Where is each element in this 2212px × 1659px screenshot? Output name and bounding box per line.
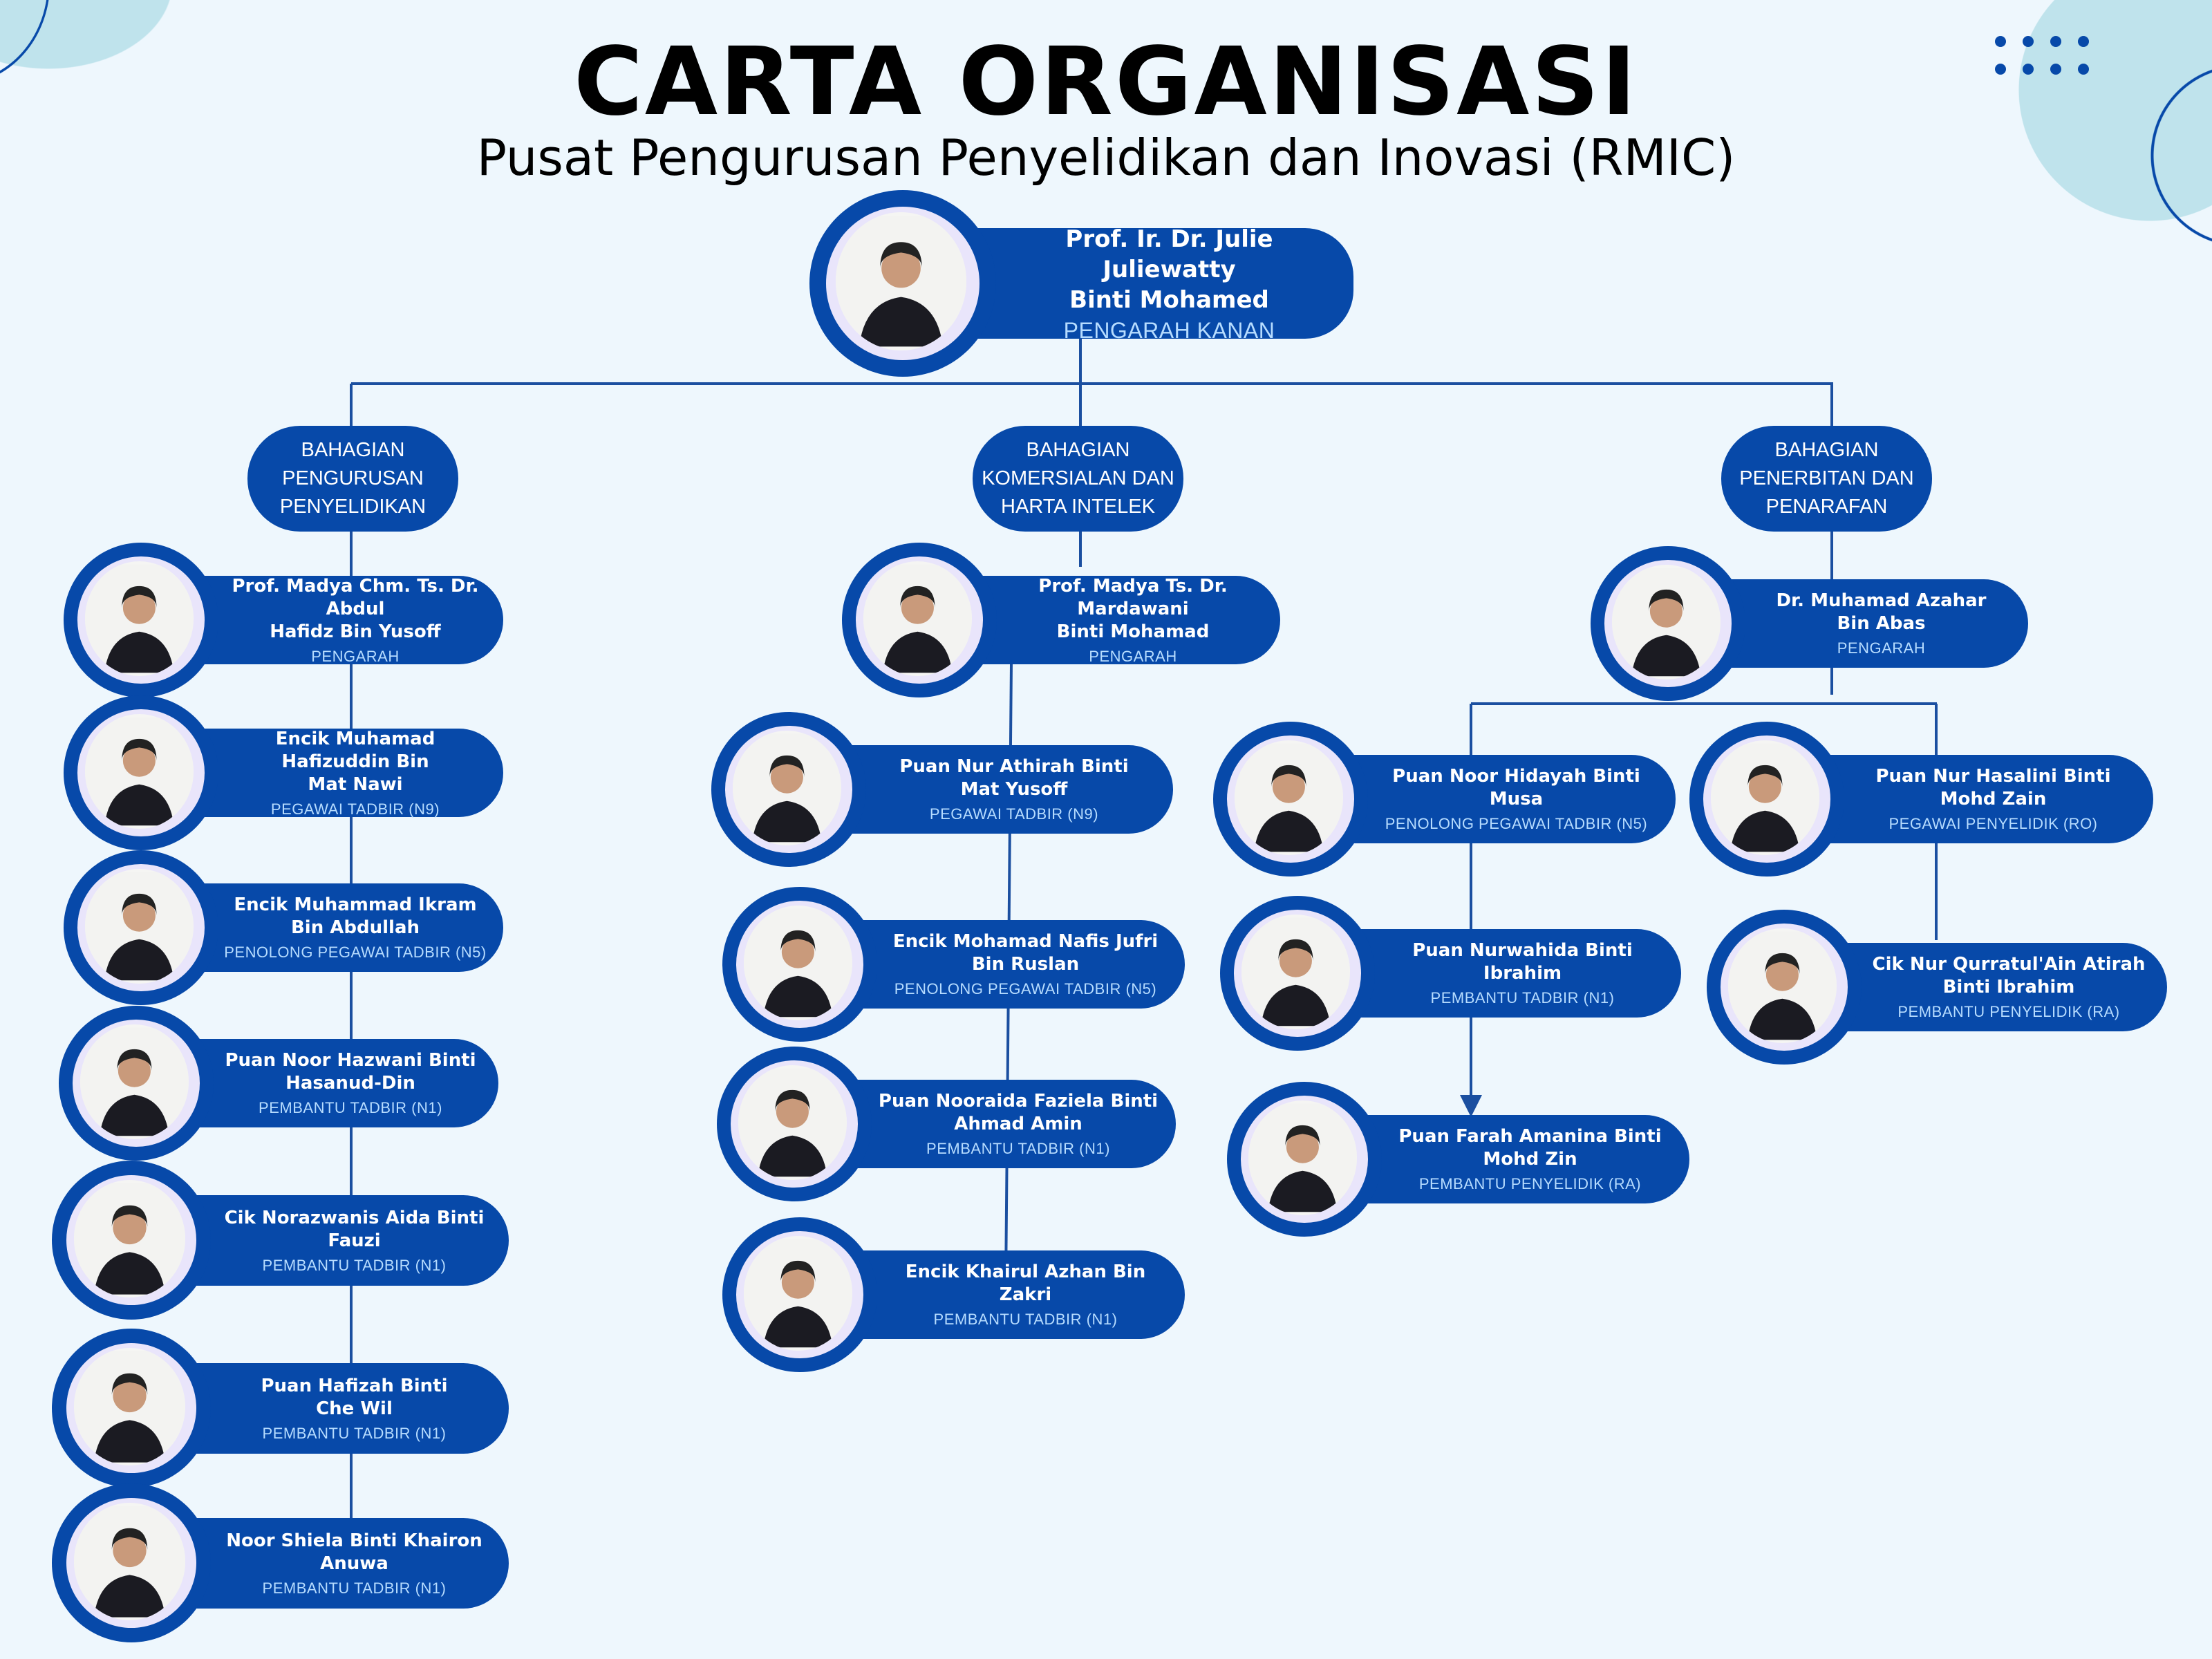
profile-photo-frame [1689, 722, 1844, 877]
profile-photo [80, 1024, 189, 1139]
staff-role: PEMBANTU TADBIR (N1) [933, 1311, 1118, 1328]
staff-name: Cik Nur Qurratul'Ain Atirah Binti Ibrahi… [1872, 954, 2146, 997]
profile-photo [1711, 740, 1820, 855]
profile-photo-frame [711, 712, 866, 867]
profile-photo [74, 1347, 186, 1465]
staff-name: Prof. Madya Chm. Ts. Dr. Abdul Hafidz Bi… [232, 575, 479, 642]
staff-name: Cik Norazwanis Aida Binti Fauzi [224, 1207, 485, 1251]
staff-name: Noor Shiela Binti Khairon Anuwa [226, 1530, 482, 1574]
staff-name: Encik Muhammad Ikram Bin Abdullah [234, 894, 477, 938]
staff-name: Puan Nooraida Faziela Binti Ahmad Amin [878, 1091, 1159, 1134]
profile-photo-frame [1227, 1082, 1382, 1237]
profile-photo [1728, 928, 1837, 1043]
profile-photo [744, 1235, 853, 1351]
profile-photo [835, 212, 966, 351]
staff-name: Encik Muhamad Hafizuddin Bin Mat Nawi [275, 728, 435, 795]
profile-photo [738, 1065, 847, 1180]
profile-photo-frame [722, 887, 877, 1042]
profile-photo-frame [64, 850, 218, 1005]
staff-name: Puan Farah Amanina Binti Mohd Zin [1398, 1126, 1662, 1170]
staff-role: PEMBANTU TADBIR (N1) [262, 1579, 447, 1597]
profile-photo-frame [1591, 546, 1745, 701]
staff-role: PEMBANTU PENYELIDIK (RA) [1418, 1175, 1642, 1192]
profile-photo [74, 1502, 186, 1620]
profile-photo-frame [52, 1483, 211, 1642]
staff-role: PEMBANTU TADBIR (N1) [262, 1256, 447, 1274]
division-penerbitan-penarafan: BAHAGIAN PENERBITAN DAN PENARAFAN [1721, 426, 1932, 532]
staff-name: Puan Noor Hazwani Binti Hasanud-Din [225, 1050, 476, 1094]
staff-role: PEMBANTU TADBIR (N1) [1430, 989, 1615, 1006]
profile-photo [1612, 564, 1721, 679]
staff-name: Prof. Ir. Dr. Julie Juliewatty Binti Moh… [1065, 225, 1273, 314]
decor-circles-top-right [2005, 0, 2212, 276]
staff-name: Puan Nurwahida Binti Ibrahim [1412, 940, 1633, 984]
page-subtitle: Pusat Pengurusan Penyelidikan dan Inovas… [476, 129, 1736, 187]
staff-name: Puan Nur Hasalini Binti Mohd Zain [1875, 766, 2111, 809]
profile-photo-frame [842, 543, 997, 697]
staff-info-pill: Prof. Madya Ts. Dr. Mardawani Binti Moha… [919, 575, 1280, 665]
staff-role: PENGARAH [1089, 647, 1177, 665]
staff-role: PEGAWAI PENYELIDIK (RO) [1888, 815, 2098, 832]
profile-photo-frame [1220, 896, 1375, 1051]
profile-photo-frame [64, 695, 218, 850]
staff-role: PEMBANTU PENYELIDIK (RA) [1897, 1003, 2120, 1020]
staff-role: PENOLONG PEGAWAI TADBIR (N5) [1385, 815, 1648, 832]
profile-photo-frame [52, 1329, 211, 1488]
staff-name: Encik Khairul Azhan Bin Zakri [905, 1262, 1146, 1305]
staff-role: PEMBANTU TADBIR (N1) [262, 1424, 447, 1442]
profile-photo [85, 713, 194, 829]
staff-name: Encik Mohamad Nafis Jufri Bin Ruslan [892, 931, 1159, 975]
staff-role: PEMBANTU TADBIR (N1) [926, 1140, 1110, 1157]
staff-role: PEGAWAI TADBIR (N9) [270, 800, 440, 818]
division-pengurusan-penyelidikan: BAHAGIAN PENGURUSAN PENYELIDIKAN [247, 426, 458, 532]
profile-photo-frame [59, 1006, 214, 1161]
division-komersialan-harta-intelek: BAHAGIAN KOMERSIALAN DAN HARTA INTELEK [973, 426, 1183, 532]
profile-photo [85, 868, 194, 984]
profile-photo-frame [722, 1217, 877, 1372]
profile-photo [1248, 1100, 1358, 1215]
staff-role: PENGARAH [311, 647, 400, 665]
profile-photo [863, 561, 973, 676]
staff-name: Prof. Madya Ts. Dr. Mardawani Binti Moha… [1038, 575, 1228, 642]
staff-role: PENOLONG PEGAWAI TADBIR (N5) [894, 980, 1157, 997]
profile-photo [744, 905, 853, 1020]
profile-photo-frame [64, 543, 218, 697]
staff-name: Dr. Muhamad Azahar Bin Abas [1776, 590, 1987, 634]
staff-name: Puan Hafizah Binti Che Wil [261, 1375, 448, 1419]
profile-photo [74, 1179, 186, 1297]
profile-photo [85, 561, 194, 676]
staff-role: PEGAWAI TADBIR (N9) [929, 805, 1099, 823]
profile-photo [733, 730, 842, 845]
staff-name: Puan Noor Hidayah Binti Musa [1392, 766, 1640, 809]
profile-photo-frame [809, 190, 996, 377]
staff-role: PEMBANTU TADBIR (N1) [259, 1099, 442, 1116]
page-title: CARTA ORGANISASI [574, 28, 1638, 137]
profile-photo-frame [52, 1161, 211, 1320]
profile-photo-frame [717, 1047, 872, 1201]
profile-photo [1235, 740, 1344, 855]
staff-role: PENGARAH [1837, 639, 1926, 657]
profile-photo-frame [1707, 910, 1862, 1065]
staff-role: PENOLONG PEGAWAI TADBIR (N5) [224, 944, 487, 961]
staff-role: PENGARAH KANAN [1063, 317, 1275, 343]
staff-name: Puan Nur Athirah Binti Mat Yusoff [899, 756, 1129, 800]
decor-circles-top-left [0, 0, 180, 90]
profile-photo [1241, 914, 1351, 1029]
decor-dot-grid [1995, 36, 2089, 75]
profile-photo-frame [1213, 722, 1368, 877]
